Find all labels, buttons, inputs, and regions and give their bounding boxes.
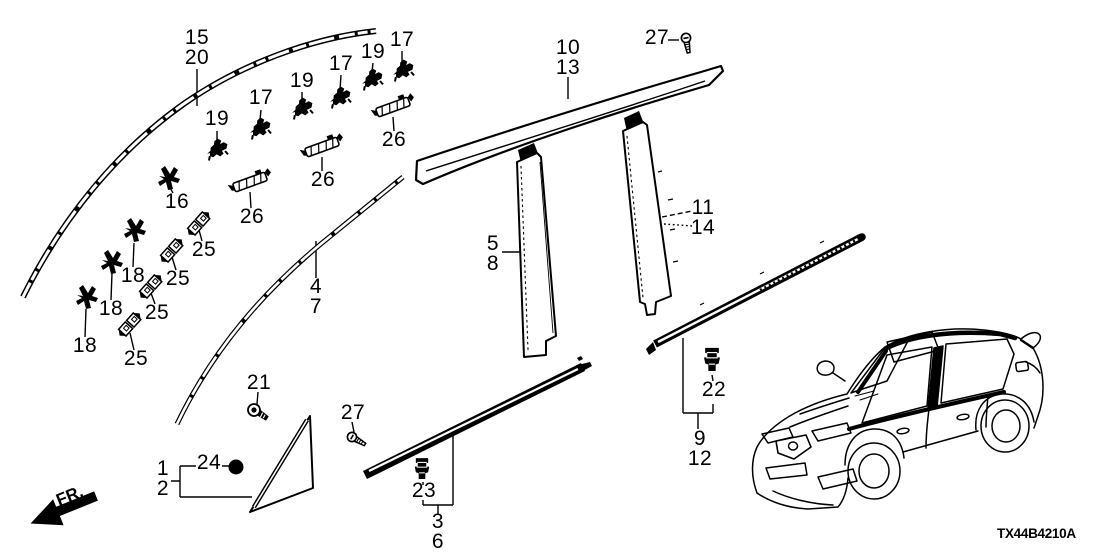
b-pillar-accent (927, 345, 944, 410)
clip-22 (704, 347, 720, 372)
garnish-corner-1-2 (249, 415, 314, 513)
bracket-3-6 (422, 433, 454, 514)
molding-roof-10-13 (414, 64, 725, 186)
clip-26-a (225, 165, 274, 195)
clip-16 (158, 166, 180, 190)
fasteners (76, 31, 720, 480)
leader-11-14-dotted (663, 223, 693, 227)
clip-25-d (115, 309, 145, 340)
clip-18-c (76, 285, 98, 309)
clip-17-a (246, 114, 275, 141)
clip-25-b (157, 235, 187, 266)
molding-roof-side-4-7 (174, 175, 405, 426)
clip-19-a (203, 135, 232, 162)
a-pillar-accent (856, 349, 888, 394)
clip-17-c (389, 56, 418, 83)
emblem (787, 441, 799, 451)
leader-11-14-dashed (661, 210, 693, 218)
clip-23 (414, 458, 430, 480)
garnish-front-pillar-5-8 (516, 143, 557, 358)
grille (775, 434, 812, 460)
headlight-left (761, 427, 794, 444)
clip-26-c (368, 90, 417, 120)
clip-25-a (184, 208, 214, 239)
clip-19-b (288, 94, 317, 121)
fr-direction-arrow: FR. (30, 482, 98, 526)
bracket-9-12 (682, 338, 714, 429)
clip-19-c (358, 65, 387, 92)
headlight-right (811, 422, 852, 442)
grommet-24 (228, 459, 244, 475)
molding-front-door-belt-3-6 (363, 356, 592, 480)
bracket-1-2 (171, 465, 252, 498)
molding-drip-15-20 (20, 28, 377, 299)
clip-17-b (326, 83, 355, 110)
vehicle-illustration (751, 328, 1044, 510)
clip-25-c (136, 271, 166, 302)
beltline-accent (847, 390, 1006, 431)
fr-arrow-icon (30, 491, 98, 526)
clip-18-a (124, 218, 146, 242)
drawing-code: TX44B4210A (997, 526, 1076, 541)
molding-rear-door-belt-9-12 (646, 233, 866, 355)
clip-18-b (101, 250, 123, 274)
roof-molding-accent (882, 330, 1018, 352)
leader-lines (84, 39, 714, 514)
garnish-rear-pillar-11-14 (622, 111, 679, 316)
clip-26-b (297, 130, 346, 160)
screw-grommet-21 (245, 401, 272, 423)
screw-27-bottom (344, 429, 369, 450)
screw-27-top (679, 31, 694, 55)
